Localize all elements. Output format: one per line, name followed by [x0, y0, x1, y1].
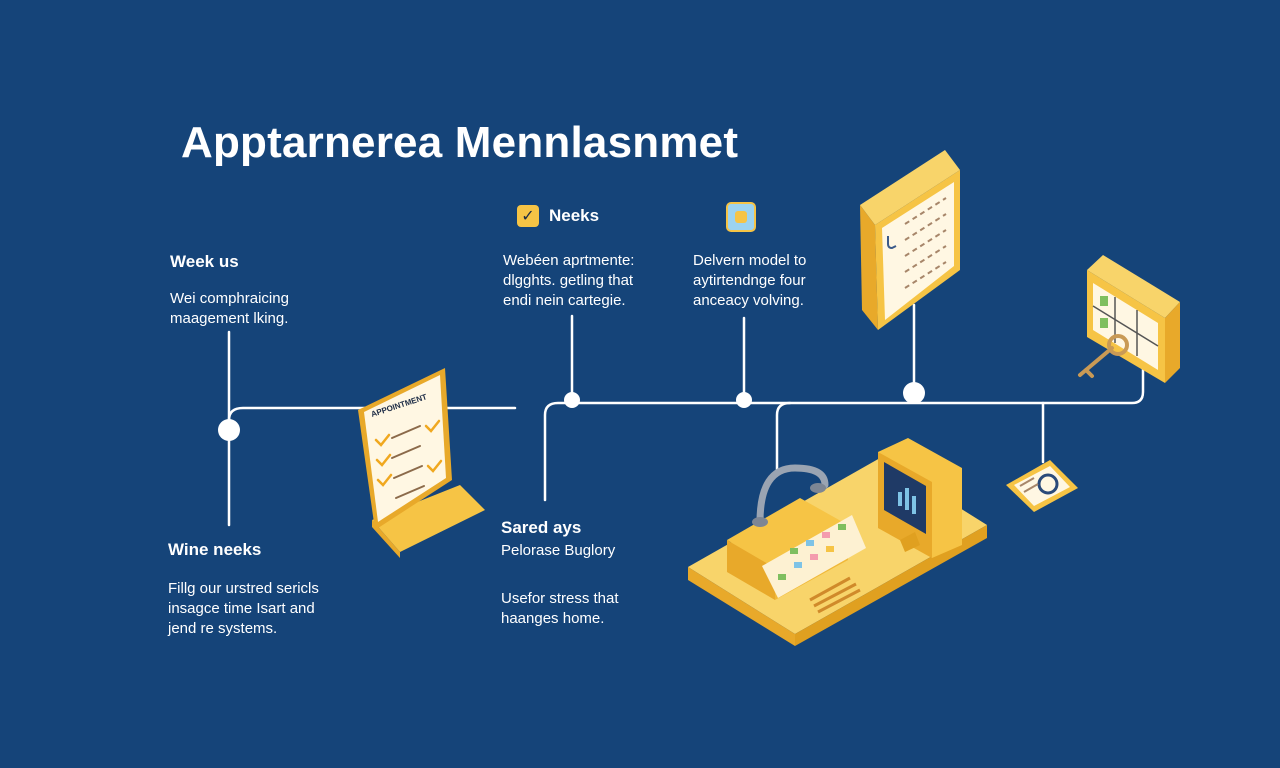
wine-neeks-line-3: jend re systems.: [168, 620, 278, 637]
wine-neeks-line-1: Fillg our urstred sericls: [168, 580, 319, 597]
connector-desk: [775, 401, 792, 472]
sared-ays-block: Sared ays Pelorase Buglory Usefor stress…: [501, 518, 619, 629]
tag-icon: [726, 202, 756, 232]
calendar-checklist-icon: APPOINTMENT: [358, 368, 485, 558]
neeks-line-2: dlgghts. getling that: [503, 272, 634, 289]
neeks-line-3: endi nein cartegie.: [503, 292, 626, 309]
sared-ays-heading: Sared ays: [501, 518, 582, 537]
node-neeks: [564, 392, 580, 408]
week-us-heading: Week us: [170, 252, 239, 271]
delvern-block: Delvern model to aytirtendnge four ancea…: [693, 251, 806, 311]
monitor-chart-icon: [878, 438, 962, 558]
connector-main: [543, 363, 1145, 502]
document-list-icon: [860, 150, 960, 330]
node-document: [903, 382, 925, 404]
sared-ays-line-1: Usefor stress that: [501, 590, 619, 607]
delvern-line-2: aytirtendnge four: [693, 272, 806, 289]
week-us-block: Week us Wei comphraicing maagement lking…: [170, 252, 289, 329]
checkbox-icon: ✓: [517, 205, 539, 227]
node-delvern: [736, 392, 752, 408]
delvern-line-3: anceacy volving.: [693, 292, 804, 309]
week-us-line-1: Wei comphraicing: [170, 290, 289, 307]
appointment-card-icon: [1006, 460, 1078, 512]
week-us-line-2: maagement lking.: [170, 310, 289, 327]
delvern-line-1: Delvern model to: [693, 252, 807, 269]
wine-neeks-block: Wine neeks Fillg our urstred sericls ins…: [168, 540, 319, 639]
neeks-badge: ✓ Neeks: [517, 205, 599, 227]
wine-neeks-heading: Wine neeks: [168, 540, 262, 559]
neeks-line-1: Webéen aprtmente:: [503, 252, 635, 269]
neeks-label: Neeks: [549, 206, 600, 225]
key-grid-panel-icon: [1078, 255, 1180, 383]
sared-ays-subheading: Pelorase Buglory: [501, 542, 616, 559]
node-left: [218, 419, 240, 441]
page-title: Apptarnerea Mennlasnmet: [181, 118, 739, 167]
neeks-block: Webéen aprtmente: dlgghts. getling that …: [503, 251, 634, 311]
wine-neeks-line-2: insagce time Isart and: [168, 600, 315, 617]
sared-ays-line-2: haanges home.: [501, 610, 605, 627]
